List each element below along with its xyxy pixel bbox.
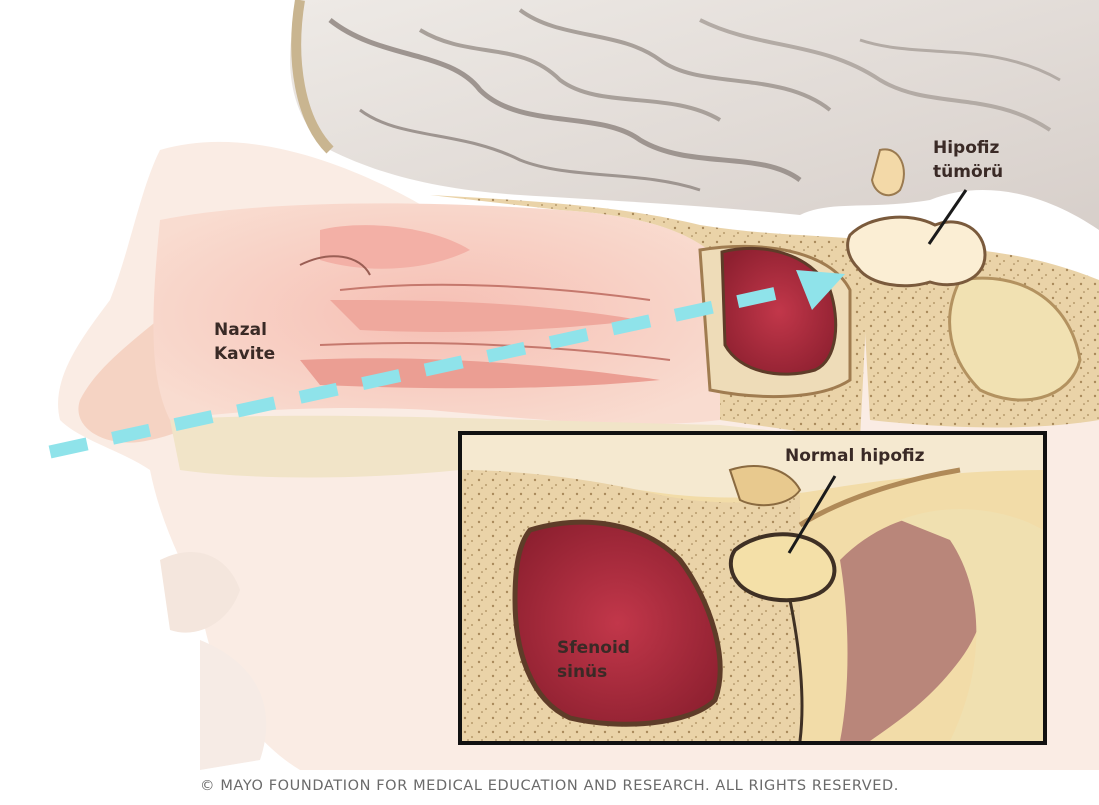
inset-normal-pituitary: [460, 433, 1045, 743]
nasal-cavity: [153, 203, 720, 424]
normal-pituitary-label: Normal hipofiz: [785, 444, 925, 468]
pituitary-tumor-label-line-1: Hipofiz: [933, 136, 1003, 160]
pituitary-tumor-label: Hipofiz tümörü: [933, 136, 1003, 184]
nasal-cavity-label: Nazal Kavite: [214, 318, 275, 366]
sphenoid-sinus-label-line-1: Sfenoid: [557, 636, 630, 660]
sphenoid-sinus-label: Sfenoid sinüs: [557, 636, 630, 684]
copyright-notice: © MAYO FOUNDATION FOR MEDICAL EDUCATION …: [0, 778, 1099, 794]
nasal-cavity-label-line-2: Kavite: [214, 342, 275, 366]
nasal-cavity-label-line-1: Nazal: [214, 318, 275, 342]
sphenoid-sinus-label-line-2: sinüs: [557, 660, 630, 684]
pituitary-tumor-label-line-2: tümörü: [933, 160, 1003, 184]
